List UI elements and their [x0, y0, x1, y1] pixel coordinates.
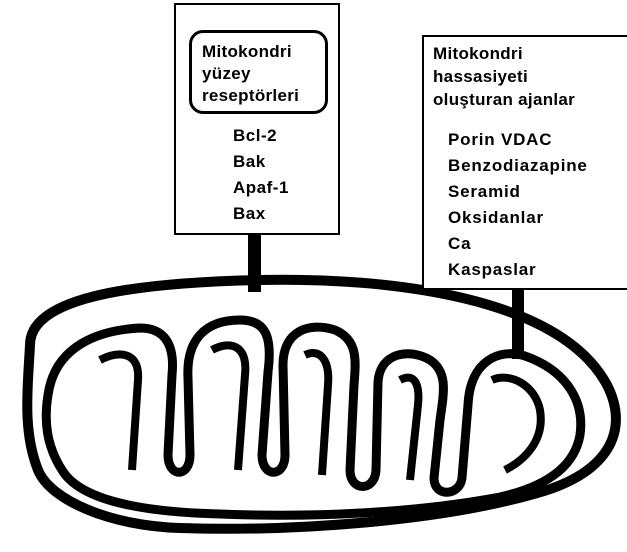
receptor-item: Apaf-1 — [233, 178, 289, 197]
sensitizing-agents-box: Mitokondri hassasiyeti oluşturan ajanlar… — [422, 35, 627, 290]
receptor-item: Bak — [233, 152, 266, 171]
agent-item: Oksidanlar — [448, 208, 544, 227]
agent-item: Ca — [448, 234, 471, 253]
left-title-line-2: yüzey — [202, 64, 251, 83]
receptor-item: Bax — [233, 204, 266, 223]
receptor-item: Bcl-2 — [233, 126, 277, 145]
left-title-line-3: reseptörleri — [202, 86, 299, 105]
crista-5 — [492, 378, 541, 470]
agent-item: Benzodiazapine — [448, 156, 588, 175]
right-title-line-1: Mitokondri — [433, 44, 523, 63]
agent-item: Kaspaslar — [448, 260, 536, 279]
crista-3 — [305, 353, 328, 475]
crista-2 — [212, 345, 245, 470]
surface-receptors-title: Mitokondri yüzey reseptörleri — [189, 30, 328, 114]
right-title-line-3: oluşturan ajanlar — [433, 90, 575, 109]
crista-4 — [400, 378, 418, 480]
left-title-line-1: Mitokondri — [202, 42, 292, 61]
crista-1 — [100, 355, 138, 470]
surface-receptors-box: Mitokondri yüzey reseptörleri Bcl-2 Bak … — [174, 3, 340, 235]
right-connector — [512, 289, 524, 359]
right-title-line-2: hassasiyeti — [433, 67, 528, 86]
agent-item: Seramid — [448, 182, 521, 201]
agent-item: Porin VDAC — [448, 130, 552, 149]
